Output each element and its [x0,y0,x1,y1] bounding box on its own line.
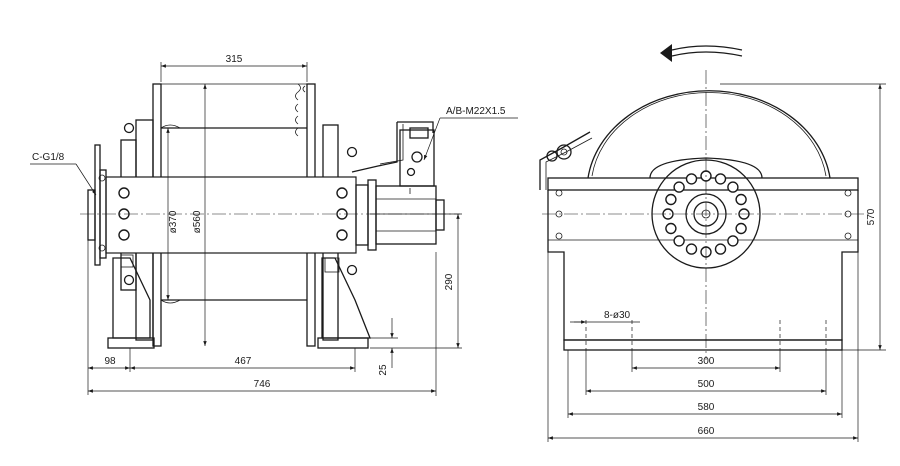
dim-25-label: 25 [378,364,389,376]
hidden-holes [585,320,827,350]
callout-port-c: C-G1/8 [30,152,97,196]
dim-580-label: 580 [698,402,715,413]
callout-port-ab: A/B-M22X1.5 [423,106,518,161]
dim-467-label: 467 [235,356,252,367]
dim-500-label: 500 [698,379,715,390]
hub-bolt [735,222,747,235]
dim-500: 500 [585,350,827,395]
callout-port-c-label: C-G1/8 [32,152,65,163]
dim-300-label: 300 [698,356,715,367]
dim-290: 290 [370,213,462,349]
drum-body [160,83,307,304]
hub-bolt [665,193,677,206]
dim-570: 570 [720,83,886,351]
dim-746-label: 746 [254,379,271,390]
side-view: 315 ø370 ø560 290 25 [30,54,518,396]
tensioner-arm [539,131,593,190]
rotation-arrow-icon [660,44,743,62]
hub-bolt [685,243,698,255]
dim-300: 300 [631,350,781,372]
callout-port-ab-label: A/B-M22X1.5 [446,106,506,117]
dim-570-label: 570 [866,208,877,225]
hydraulic-pipe [351,121,434,194]
hub-bolt [714,243,727,255]
left-support-foot [107,257,155,349]
hub-bolt [727,181,739,193]
dim-98-label: 98 [104,356,116,367]
dim-315: 315 [160,54,308,82]
hub-bolt [685,173,698,185]
hub-bolt [665,222,677,235]
right-support-foot [317,257,371,349]
dim-25: 25 [368,318,398,376]
dim-660-label: 660 [698,426,715,437]
dim-98-467: 98 467 [87,240,356,395]
drum-rim [591,92,827,177]
dim-560-label: ø560 [192,210,203,233]
dim-diameter-370: ø370 [166,128,179,300]
dim-315-label: 315 [226,54,243,65]
end-view: 570 8-ø30 300 500 580 [539,44,886,442]
rope-coil [295,83,306,137]
hub-bolt [735,193,747,206]
hydraulic-motor [355,127,445,251]
hub-bolt [673,235,685,247]
hub-bolt [714,173,727,185]
dim-370-label: ø370 [168,210,179,233]
drum-outer-arc [587,90,831,179]
dim-746: 746 [88,252,437,396]
dim-diameter-560: ø560 [192,84,207,346]
frame-side-plate [87,144,357,266]
end-frame [547,177,859,351]
tension-brackets [120,254,340,273]
dim-holes-label: 8-ø30 [604,310,631,321]
dim-holes: 8-ø30 [570,310,640,324]
hub-bolt [673,181,685,193]
dim-580: 580 [567,350,843,418]
dim-660: 660 [547,252,859,442]
hub-bolt [727,235,739,247]
dim-290-label: 290 [444,273,455,290]
